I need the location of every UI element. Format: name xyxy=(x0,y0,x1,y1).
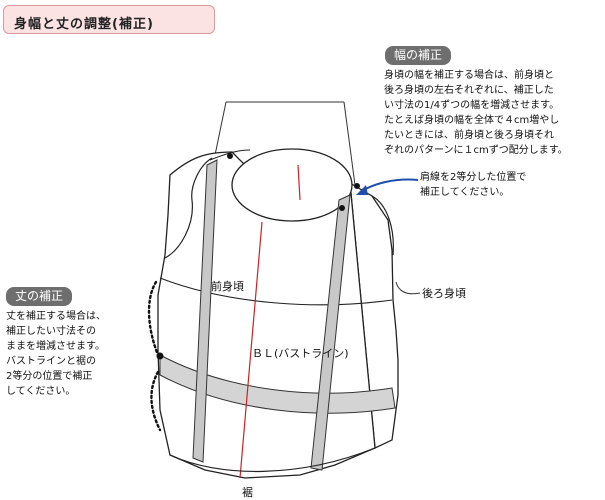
bust-dot xyxy=(156,352,164,360)
length-line: ままを増減させます。 xyxy=(6,341,105,352)
length-line: してください。 xyxy=(6,386,76,397)
shoulder-arrow xyxy=(359,178,419,193)
width-line: 後ろ身頃の左右それぞれに、補正した xyxy=(384,85,554,96)
back-shoulder-dot-2 xyxy=(339,205,345,211)
page-title: 身幅と丈の調整(補正) xyxy=(14,17,154,32)
length-guide-lower xyxy=(150,370,162,432)
title-box: 身幅と丈の調整(補正) xyxy=(3,5,215,34)
front-bodice-label: 前身頃 xyxy=(211,280,244,293)
width-paragraph: 身頃の幅を補正する場合は、前身頃と 後ろ身頃の左右それぞれに、補正した い寸法の… xyxy=(384,68,568,158)
length-line: 補正したい寸法その xyxy=(6,326,96,337)
front-shoulder-dot xyxy=(227,153,233,159)
back-width-strip xyxy=(310,194,351,471)
hem-line xyxy=(169,447,376,473)
back-bodice-shape xyxy=(349,181,399,449)
width-line: たとえば身頃の幅を全体で４cm増やし xyxy=(384,115,560,126)
back-bodice-label: 後ろ身頃 xyxy=(422,287,466,300)
width-bracket xyxy=(213,101,356,186)
width-line: ぞれのパターンに１cmずつ配分します。 xyxy=(384,145,568,156)
width-line: 身頃の幅を補正する場合は、前身頃と xyxy=(384,70,554,81)
shoulder-note-line: 肩線を2等分した位置で xyxy=(420,172,527,183)
length-line: バストラインと裾の xyxy=(6,356,96,367)
length-line: 丈を補正する場合は、 xyxy=(6,311,106,322)
shoulder-note-line: 補正してください。 xyxy=(420,187,510,198)
width-line: たいときには、前身頃と後ろ身頃それ xyxy=(384,130,554,141)
shoulder-note: 肩線を2等分した位置で 補正してください。 xyxy=(420,170,526,200)
length-paragraph: 丈を補正する場合は、 補正したい寸法その ままを増減させます。 バストラインと裾… xyxy=(6,309,106,399)
length-line: 2等分の位置で補正 xyxy=(6,371,93,382)
bust-line-label: ＢＬ(バストライン) xyxy=(252,347,349,360)
front-width-strip xyxy=(192,159,218,463)
shoulder-line xyxy=(209,149,251,161)
width-line: い寸法の1/4ずつの幅を増減させます。 xyxy=(384,100,560,111)
left-armhole xyxy=(164,157,213,259)
length-band xyxy=(159,354,396,414)
shoulder-arrow-head xyxy=(356,185,368,195)
hem-label: 裾 xyxy=(242,486,253,499)
upper-line xyxy=(159,277,393,306)
right-armhole xyxy=(371,195,394,256)
width-tag: 幅の補正 xyxy=(385,46,452,65)
center-line xyxy=(239,221,263,479)
length-tag: 丈の補正 xyxy=(6,287,73,306)
back-label-leader xyxy=(395,281,421,295)
center-front-line xyxy=(297,164,301,201)
neck-opening xyxy=(231,148,353,222)
length-guide-upper xyxy=(147,280,160,357)
back-shoulder-dot xyxy=(354,183,360,189)
